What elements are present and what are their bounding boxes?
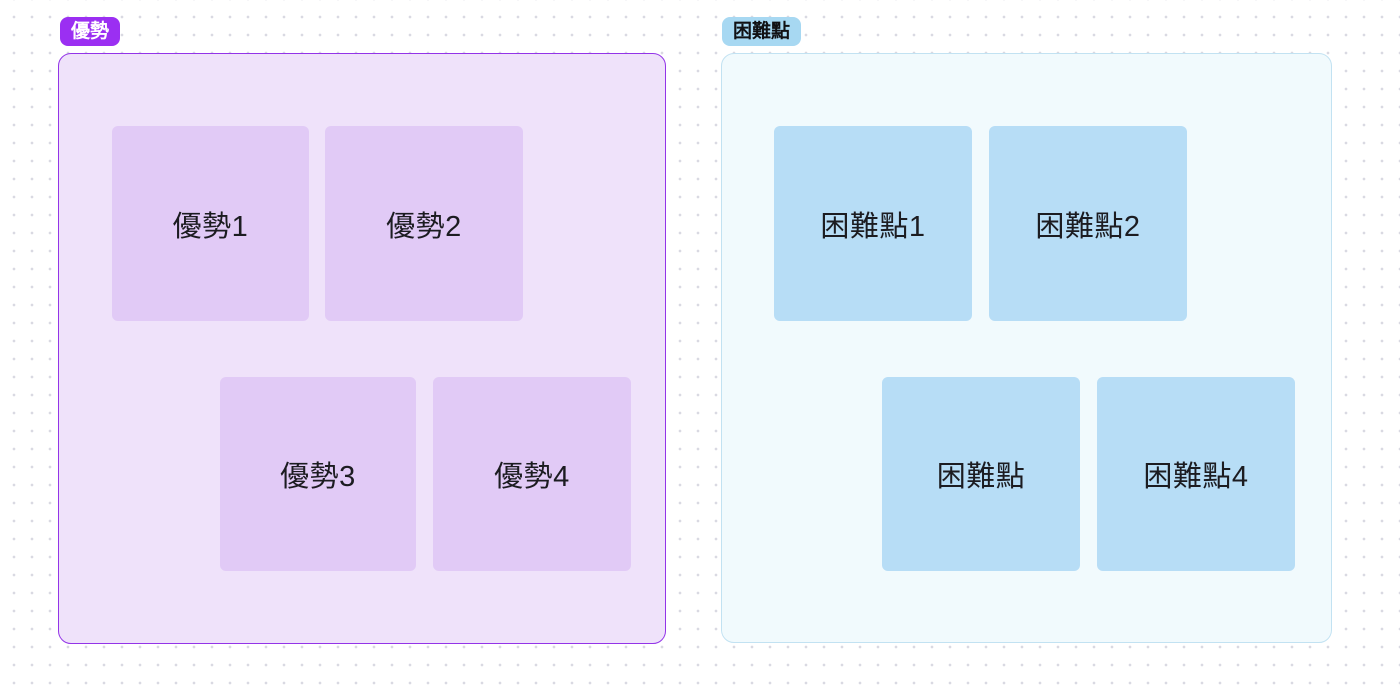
sticky-note-difficulty-3[interactable]: 困難點 bbox=[882, 377, 1080, 571]
sticky-note-advantage-3[interactable]: 優勢3 bbox=[220, 377, 416, 571]
sticky-note-difficulty-1[interactable]: 困難點1 bbox=[774, 126, 972, 321]
sticky-note-advantage-4[interactable]: 優勢4 bbox=[433, 377, 631, 571]
sticky-note-difficulty-4[interactable]: 困難點4 bbox=[1097, 377, 1295, 571]
section-label-difficulties[interactable]: 困難點 bbox=[722, 17, 802, 46]
sticky-note-advantage-2[interactable]: 優勢2 bbox=[325, 126, 523, 321]
section-label-advantages[interactable]: 優勢 bbox=[60, 17, 121, 46]
sticky-note-advantage-1[interactable]: 優勢1 bbox=[112, 126, 309, 321]
sticky-note-difficulty-2[interactable]: 困難點2 bbox=[989, 126, 1187, 321]
